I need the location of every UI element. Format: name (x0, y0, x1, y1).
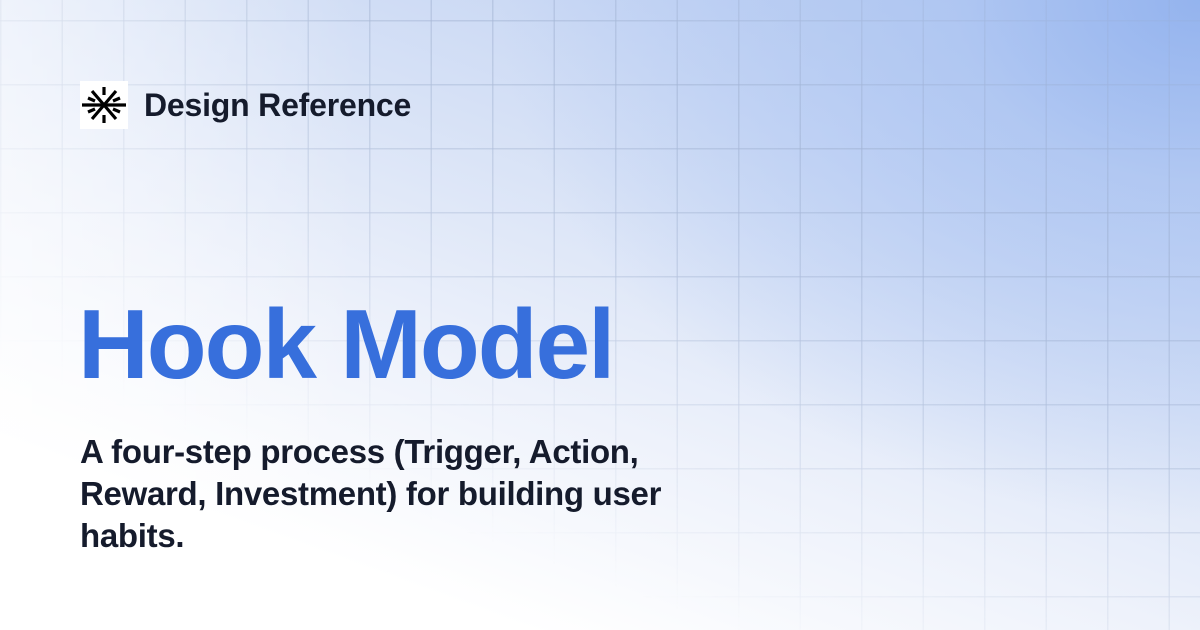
brand-name: Design Reference (144, 86, 412, 123)
page-subtitle: A four-step process (Trigger, Action, Re… (80, 433, 662, 554)
starburst-icon (80, 81, 128, 129)
page-title: Hook Model (78, 289, 615, 399)
brand-header: Design Reference (80, 81, 411, 129)
